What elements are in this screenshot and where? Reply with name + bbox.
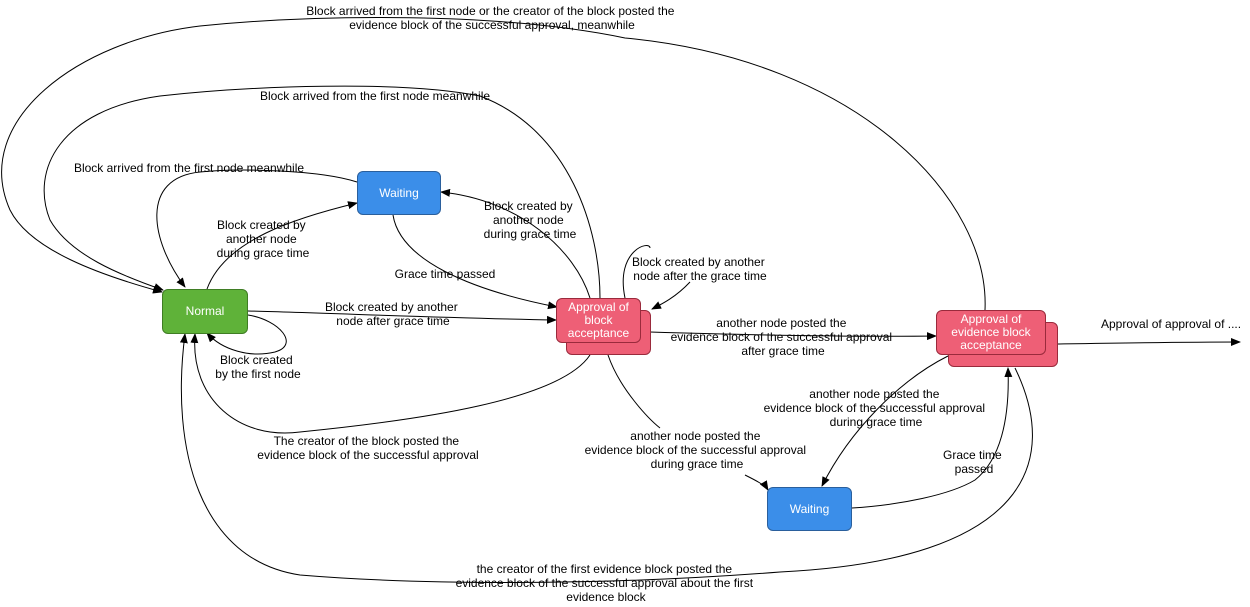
edge-evidence-to-next [1057,338,1241,347]
approval-block-node-label: Approval of block acceptance [567,300,630,340]
waiting-node-bottom-label: Waiting [789,501,830,516]
waiting-node-top[interactable]: Waiting [357,171,441,215]
waiting-node-top-label: Waiting [379,185,419,200]
approval-block-node[interactable]: Approval of block acceptance [556,298,641,343]
label-normal-to-approval: Block created by another node after grac… [325,300,461,328]
edge-approval-to-waiting [440,188,591,299]
label-approval-of-approval: Approval of approval of .... [1101,317,1241,331]
label-top-outer: Block arrived from the first node or the… [306,4,678,32]
label-approval-to-waiting-bottom: another node posted the evidence block o… [585,429,810,471]
edge-waiting-to-approval-grace [392,214,558,310]
edge-evidence-to-waiting-bottom [821,355,949,487]
label-grace-passed-bottom: Grace time passed [943,448,1005,476]
edge-approval-self-loop [622,245,691,309]
label-bottom-outer: the creator of the first evidence block … [456,562,757,604]
label-evidence-to-waiting-bottom: another node posted the evidence block o… [764,387,989,429]
label-normal-self-loop: Block created by the first node [215,353,301,381]
edge-approval-to-evidence [649,331,937,341]
label-approval-to-normal: The creator of the block posted the evid… [257,434,478,462]
edge-normal-to-waiting [206,201,358,290]
label-top-middle: Block arrived from the first node meanwh… [260,89,490,103]
approval-evidence-node[interactable]: Approval of evidence block acceptance [936,310,1046,355]
edge-evidence-to-normal-bottom [179,333,1033,583]
label-normal-to-waiting: Block created by another node during gra… [217,218,310,260]
normal-node-label: Normal [185,304,225,318]
edge-normal-self-loop [206,314,287,355]
edge-evidence-to-normal-top [1,16,986,311]
edge-approval-to-normal-bottom [190,333,591,434]
edge-normal-to-approval [247,310,557,324]
label-approval-to-waiting: Block created by another node during gra… [484,199,577,241]
edge-waiting-bottom-to-evidence [851,367,1013,509]
edge-approval-to-waiting-bottom-2 [744,474,769,491]
label-approval-self-loop: Block created by another node after the … [632,255,768,283]
approval-evidence-node-label: Approval of evidence block acceptance [951,312,1031,352]
edge-approval-to-normal-top [43,85,601,299]
label-grace-passed-top: Grace time passed [395,267,496,281]
label-waiting-to-normal: Block arrived from the first node meanwh… [74,161,304,175]
normal-node[interactable]: Normal [162,289,248,334]
waiting-node-bottom[interactable]: Waiting [767,487,852,531]
edge-approval-to-waiting-bottom [607,354,661,429]
edge-waiting-to-normal [156,169,358,288]
label-approval-to-evidence: another node posted the evidence block o… [671,316,896,358]
